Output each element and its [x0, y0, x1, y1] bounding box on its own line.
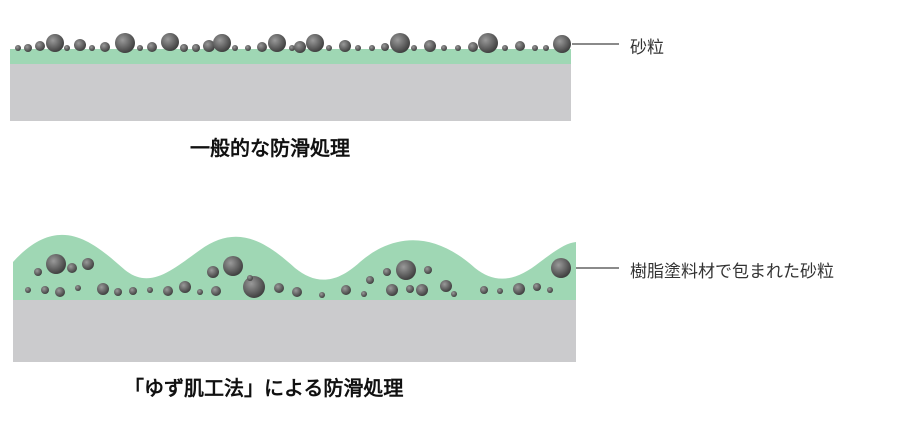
panel-yuzuhada — [13, 234, 619, 362]
sand-grain — [197, 289, 203, 295]
sand-grain — [339, 40, 351, 52]
sand-grain — [97, 283, 109, 295]
sand-grain — [232, 45, 238, 51]
sand-grain — [341, 285, 351, 295]
sand-grain — [502, 45, 508, 51]
sand-grain — [192, 44, 200, 52]
sand-grain — [213, 34, 231, 52]
sand-grain — [513, 283, 525, 295]
sand-grain — [163, 286, 173, 296]
sand-grain — [74, 39, 86, 51]
sand-grain — [424, 40, 436, 52]
sand-grain — [67, 263, 77, 273]
sand-grain — [366, 276, 374, 284]
caption-yuzuhada: 「ゆず肌工法」による防滑処理 — [124, 376, 404, 400]
sand-grain — [532, 45, 538, 51]
sand-grain — [203, 40, 215, 52]
sand-grain — [25, 287, 31, 293]
sand-grain — [468, 42, 478, 52]
sand-grain — [180, 44, 188, 52]
sand-grain — [411, 45, 417, 51]
sand-grain — [326, 45, 332, 51]
sand-grain — [292, 287, 302, 297]
sand-grain — [207, 266, 219, 278]
bottom-resin-coated-grains — [25, 254, 571, 298]
sand-grain — [543, 45, 549, 51]
sand-grain — [245, 45, 251, 51]
sand-grain — [257, 42, 267, 52]
sand-grain — [515, 41, 525, 51]
sand-grain — [147, 287, 153, 293]
sand-grain — [319, 292, 325, 298]
caption-conventional: 一般的な防滑処理 — [190, 136, 350, 160]
sand-grain — [478, 33, 498, 53]
sand-grain — [115, 33, 135, 53]
sand-grain — [451, 291, 457, 297]
sand-grain — [396, 260, 416, 280]
sand-grain — [137, 45, 143, 51]
sand-grain — [381, 43, 389, 51]
sand-grain — [24, 44, 32, 52]
top-substrate — [10, 64, 571, 121]
sand-grain — [211, 286, 221, 296]
bottom-substrate — [13, 300, 576, 362]
sand-grain — [455, 45, 461, 51]
sand-grain — [15, 45, 21, 51]
sand-grain — [553, 35, 571, 53]
sand-grain — [243, 276, 265, 298]
sand-grain — [129, 287, 137, 295]
sand-grain — [386, 284, 398, 296]
sand-grain — [383, 268, 391, 276]
sand-grain — [355, 45, 361, 51]
sand-grain — [268, 34, 286, 52]
sand-grain — [440, 280, 452, 292]
sand-grain — [100, 42, 110, 52]
sand-grain — [55, 287, 65, 297]
sand-grain — [75, 285, 81, 291]
sand-grain — [390, 33, 410, 53]
sand-grain — [89, 45, 95, 51]
sand-grain — [406, 285, 414, 293]
sand-grain — [223, 256, 243, 276]
sand-grain — [547, 287, 553, 293]
sand-grain — [35, 41, 45, 51]
sand-grain — [551, 258, 571, 278]
sand-grain — [64, 45, 70, 51]
sand-grain — [179, 281, 191, 293]
sand-grain — [369, 45, 375, 51]
sand-grain — [147, 42, 157, 52]
top-sand-grains — [15, 33, 571, 53]
sand-grain — [533, 283, 541, 291]
panel-conventional — [10, 33, 619, 121]
sand-grain — [424, 266, 432, 274]
callout-resin-coated-grain: 樹脂塗料材で包まれた砂粒 — [630, 262, 834, 282]
top-resin-layer — [10, 49, 571, 64]
sand-grain — [41, 286, 49, 294]
sand-grain — [46, 34, 64, 52]
sand-grain — [34, 268, 42, 276]
sand-grain — [247, 275, 253, 281]
bottom-resin-wave — [13, 234, 576, 300]
sand-grain — [161, 33, 179, 51]
sand-grain — [46, 254, 66, 274]
sand-grain — [306, 34, 324, 52]
sand-grain — [480, 286, 488, 294]
sand-grain — [289, 45, 295, 51]
callout-sand-grain: 砂粒 — [630, 38, 664, 58]
sand-grain — [361, 291, 367, 297]
sand-grain — [114, 288, 122, 296]
sand-grain — [294, 41, 306, 53]
sand-grain — [416, 284, 428, 296]
sand-grain — [497, 288, 503, 294]
sand-grain — [82, 258, 94, 270]
sand-grain — [274, 283, 284, 293]
sand-grain — [441, 45, 447, 51]
